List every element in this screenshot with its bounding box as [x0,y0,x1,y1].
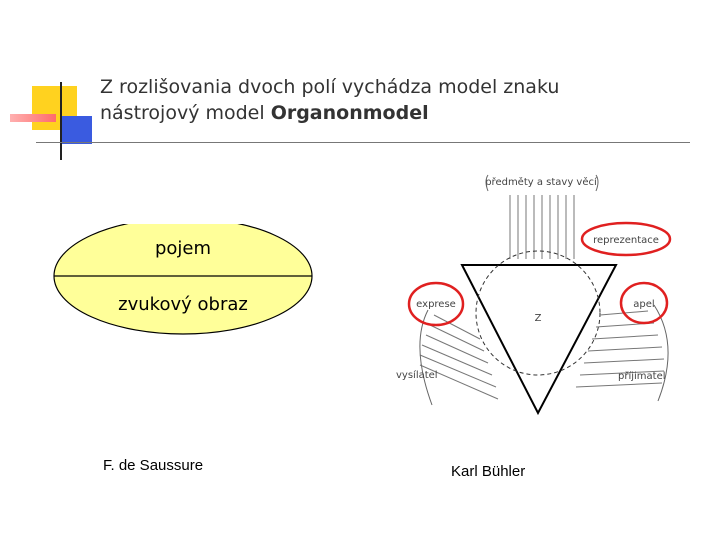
title-line-2-prefix: nástrojový model [100,102,271,124]
sign-triangle [460,264,618,416]
decor-blue-square [62,116,92,144]
saussure-sound-image-label: zvukový obraz [118,294,248,315]
receiver-frame [653,304,669,402]
decor-horizontal-line [36,142,690,143]
appeal-highlight [619,281,669,325]
saussure-concept-label: pojem [155,238,211,259]
decor-vertical-line [60,82,62,160]
title-line-2: nástrojový model Organonmodel [100,100,559,126]
sender-label: vysílatel [396,369,438,381]
title-line-2-bold: Organonmodel [270,102,429,124]
appeal-label: apel [633,299,654,310]
decor-pink-bar [10,114,56,122]
receiver-label: příjimatel [618,370,666,382]
organon-model-diagram: předměty a stavy věcí Z reprezen [396,174,672,416]
page-title: Z rozlišovania dvoch polí vychádza model… [100,74,559,126]
objects-label: předměty a stavy věcí [485,176,598,188]
sign-circle [475,250,601,376]
representation-lines [509,195,575,259]
saussure-sign-diagram: pojem zvukový obraz [53,224,313,335]
sender-frame [419,309,433,406]
saussure-caption: F. de Saussure [103,457,204,474]
title-line-1: Z rozlišovania dvoch polí vychádza model… [100,76,560,98]
expression-label: exprese [416,299,456,310]
expression-lines [419,314,499,400]
objects-frame [485,174,599,192]
representation-highlight [580,221,672,257]
buhler-caption: Karl Bühler [451,463,526,480]
expression-highlight [407,281,465,327]
representation-label: reprezentace [593,235,659,246]
sign-label: Z [535,313,542,324]
